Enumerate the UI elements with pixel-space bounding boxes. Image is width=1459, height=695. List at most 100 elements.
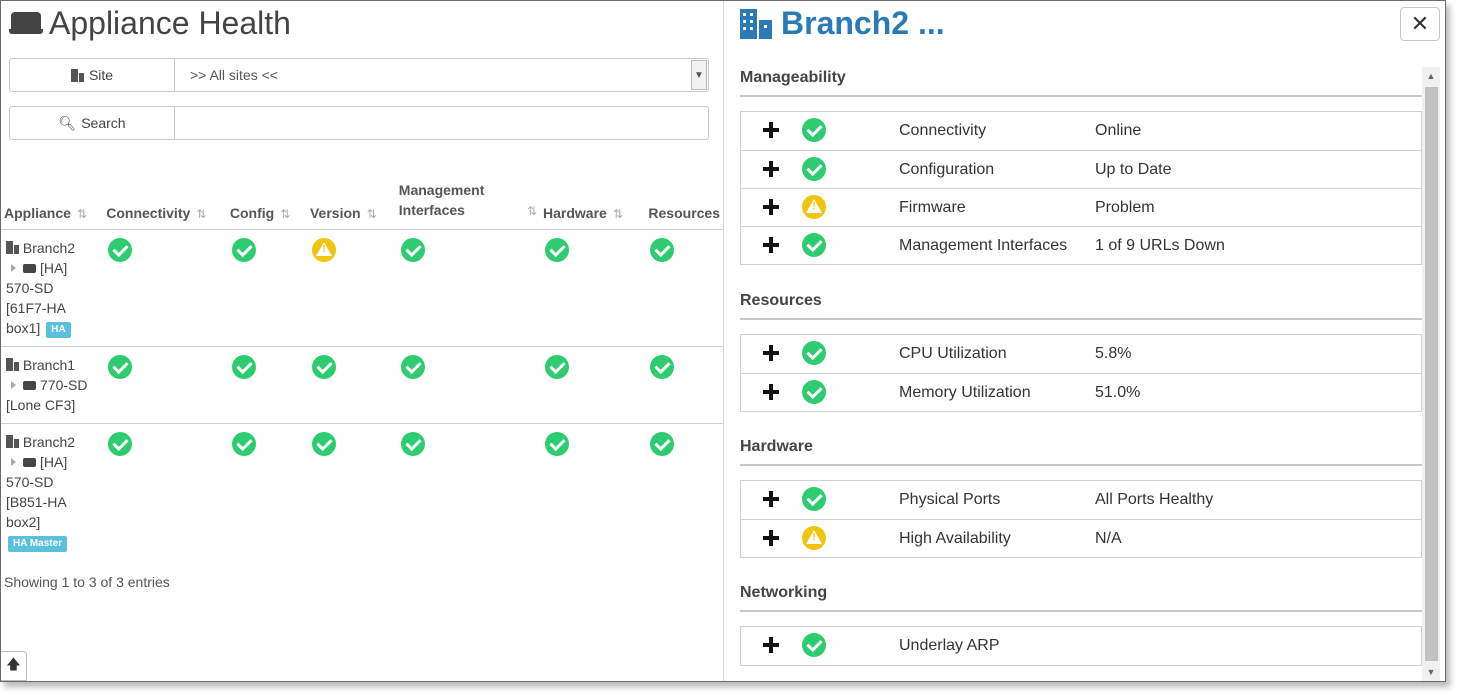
check-circle-icon[interactable] — [311, 354, 336, 379]
building-icon — [740, 8, 772, 39]
check-circle-icon[interactable] — [108, 354, 133, 379]
appliance-icon — [23, 380, 36, 390]
appliance-cell: Branch2 [HA] 570-SD [B851-HA box2] HA Ma… — [1, 423, 103, 559]
col-appliance[interactable]: Appliance⇅ — [1, 177, 104, 230]
ha-badge: HA — [46, 321, 71, 338]
management-interfaces-cell — [395, 346, 540, 424]
appliance-icon — [23, 457, 36, 467]
warning-circle-icon — [802, 526, 826, 550]
plus-icon[interactable] — [763, 636, 781, 654]
section-title-hardware: Hardware — [740, 438, 1422, 466]
appliance-icon — [23, 263, 36, 273]
check-circle-icon[interactable] — [545, 354, 569, 379]
config-cell — [226, 229, 307, 347]
site-name[interactable]: Branch1 — [22, 356, 76, 373]
col-hardware[interactable]: Hardware⇅ — [540, 177, 646, 230]
site-name[interactable]: Branch2 — [22, 239, 76, 256]
scrollbar-thumb[interactable] — [1425, 87, 1438, 661]
section-title-networking: Networking — [740, 584, 1422, 612]
plus-icon[interactable] — [763, 160, 781, 178]
building-icon — [70, 68, 84, 82]
expand-arrow-icon[interactable] — [11, 263, 16, 272]
check-circle-icon — [802, 233, 826, 257]
plus-icon[interactable] — [763, 344, 781, 362]
check-circle-icon — [802, 118, 826, 142]
chevron-down-icon[interactable]: ▼ — [691, 60, 707, 90]
check-circle-icon[interactable] — [231, 431, 256, 456]
table-header-row: Appliance⇅ Connectivity⇅ Config⇅ Version… — [1, 177, 723, 230]
check-circle-icon[interactable] — [400, 354, 425, 379]
search-addon: 🔍︎ Search — [10, 107, 175, 139]
plus-icon[interactable] — [763, 383, 781, 401]
warning-circle-icon — [802, 195, 826, 219]
version-cell — [307, 423, 396, 559]
version-cell — [306, 346, 396, 424]
check-circle-icon[interactable] — [400, 237, 425, 262]
scroll-top-button[interactable]: 🡅︎ — [1, 651, 27, 681]
check-circle-icon[interactable] — [650, 431, 675, 456]
section-title-manageability: Manageability — [740, 69, 1422, 97]
check-circle-icon[interactable] — [108, 237, 133, 262]
scroll-up-arrow-icon[interactable]: ▲ — [1426, 71, 1436, 81]
sort-icon: ⇅ — [612, 206, 623, 221]
appliance-icon — [9, 11, 43, 36]
connectivity-cell — [103, 423, 227, 559]
sort-icon: ⇅ — [196, 206, 207, 221]
col-version[interactable]: Version⇅ — [306, 177, 396, 230]
plus-icon[interactable] — [763, 121, 781, 139]
table-row[interactable]: Branch2 [HA] 570-SD [61F7-HA box1] HA — [1, 229, 723, 347]
connectivity-cell — [103, 346, 227, 424]
hardware-cell — [540, 346, 646, 424]
config-cell — [227, 423, 307, 559]
page-title: Appliance Health — [9, 5, 291, 42]
col-config[interactable]: Config⇅ — [226, 177, 307, 230]
check-circle-icon[interactable] — [311, 431, 336, 456]
check-circle-icon[interactable] — [545, 431, 569, 456]
health-row: Underlay ARP — [741, 627, 1421, 665]
table-row[interactable]: Branch1 770-SD [Lone CF3] — [1, 346, 723, 424]
table-row[interactable]: Branch2 [HA] 570-SD [B851-HA box2] HA Ma… — [1, 423, 723, 559]
expand-arrow-icon[interactable] — [11, 457, 16, 466]
plus-icon[interactable] — [763, 490, 781, 508]
expand-arrow-icon[interactable] — [11, 380, 16, 389]
site-label: Site — [88, 67, 114, 83]
scroll-down-arrow-icon[interactable]: ▼ — [1426, 667, 1436, 677]
detail-panel: Branch2 ... ✕ ▲ ▼ Manageability Connecti… — [723, 1, 1445, 681]
search-input[interactable] — [190, 107, 708, 139]
col-resources[interactable]: Resources — [645, 177, 723, 230]
col-connectivity[interactable]: Connectivity⇅ — [103, 177, 227, 230]
check-circle-icon[interactable] — [650, 237, 675, 262]
check-circle-icon — [802, 157, 826, 181]
check-circle-icon[interactable] — [231, 237, 256, 262]
close-button[interactable]: ✕ — [1400, 7, 1440, 41]
networking-group: Underlay ARP — [740, 626, 1422, 666]
check-circle-icon — [802, 633, 826, 657]
plus-icon[interactable] — [763, 198, 781, 216]
building-icon — [6, 240, 19, 254]
check-circle-icon[interactable] — [400, 431, 425, 456]
check-circle-icon[interactable] — [231, 354, 256, 379]
appliance-cell: Branch2 [HA] 570-SD [61F7-HA box1] HA — [1, 229, 104, 347]
site-name[interactable]: Branch2 — [22, 433, 76, 450]
plus-icon[interactable] — [763, 529, 781, 547]
check-circle-icon[interactable] — [650, 354, 675, 379]
plus-icon[interactable] — [763, 236, 781, 254]
site-select[interactable]: >> All sites << ▼ — [175, 59, 708, 91]
appliance-cell: Branch1 770-SD [Lone CF3] — [1, 346, 104, 424]
management-interfaces-cell — [396, 423, 540, 559]
check-circle-icon[interactable] — [545, 237, 569, 262]
section-title-resources: Resources — [740, 292, 1422, 320]
site-select-value: >> All sites << — [190, 67, 278, 83]
site-addon: Site — [10, 59, 175, 91]
sort-icon: ⇅ — [526, 203, 537, 218]
warning-circle-icon[interactable] — [311, 237, 336, 262]
check-circle-icon[interactable] — [108, 431, 133, 456]
search-field — [175, 107, 708, 139]
